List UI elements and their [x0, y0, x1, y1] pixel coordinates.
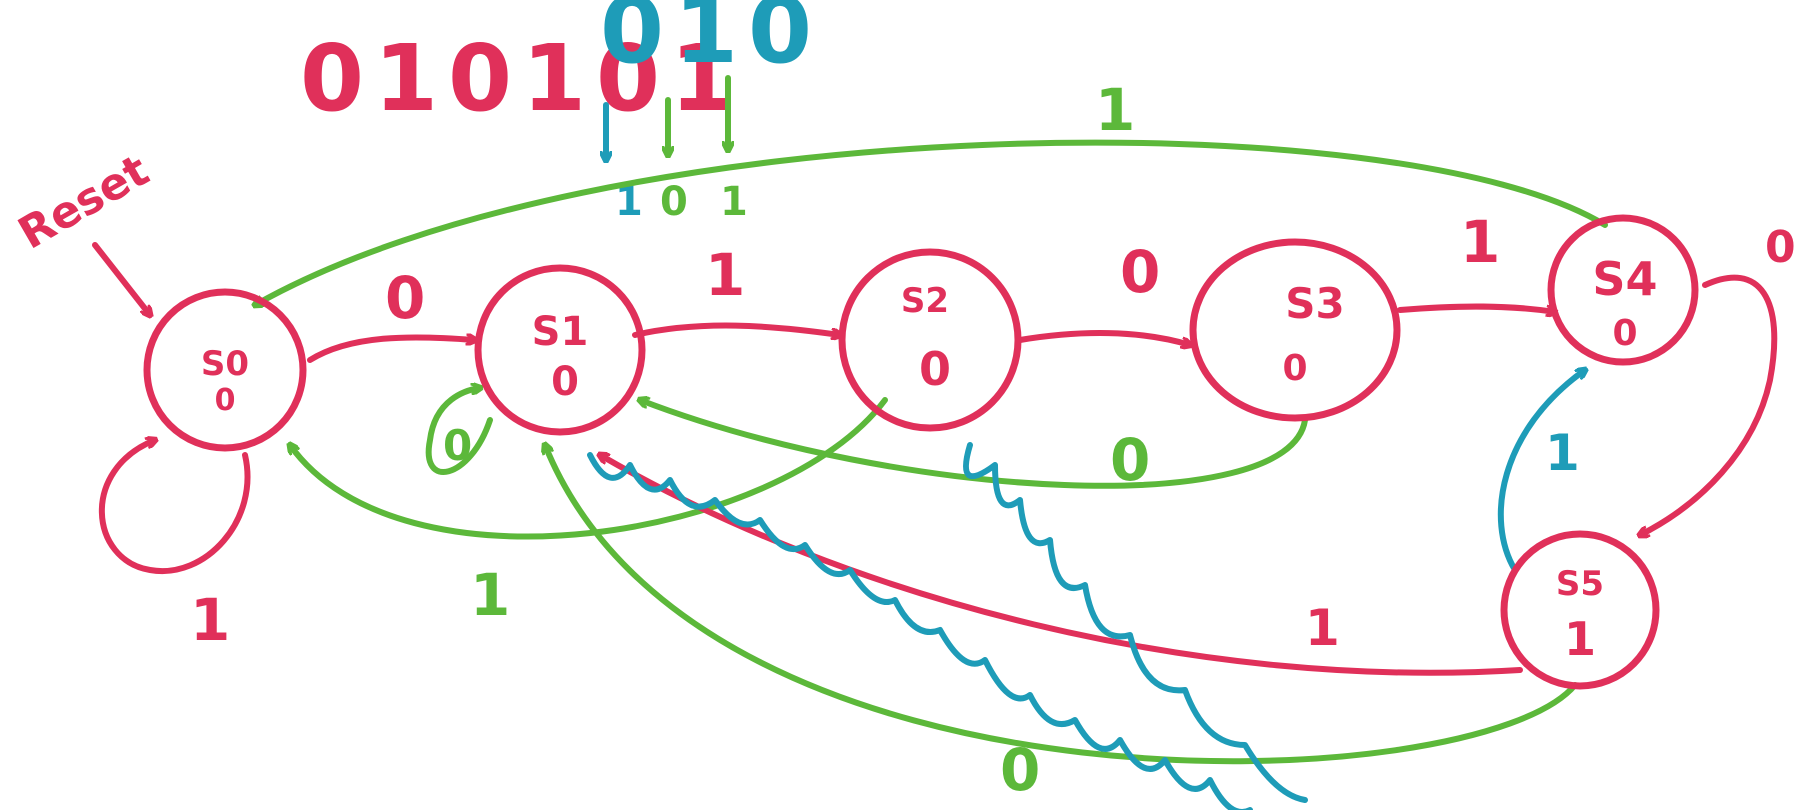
- teal-scribble-2: [963, 442, 1308, 803]
- reset-arrow: [92, 242, 150, 315]
- edge-s5-s1-bottom: [545, 445, 1578, 765]
- edge-label-s4-s5: 0: [1765, 222, 1796, 273]
- edge-label-s2-s0: 1: [470, 561, 510, 629]
- edge-s3-s4: [1397, 303, 1555, 312]
- state-s0-output: 0: [215, 383, 236, 418]
- state-s0-name: S0: [201, 344, 249, 384]
- state-s4: S4 0: [1547, 214, 1699, 366]
- edge-s1-s1: [425, 388, 493, 475]
- edge-s1-s2: [632, 322, 840, 335]
- edge-label-s3-s1: 0: [1110, 426, 1150, 494]
- state-s5: S5 1: [1500, 530, 1660, 690]
- edge-s5-s1-red: [600, 455, 1523, 676]
- state-s1: S1 0: [474, 264, 646, 436]
- edge-label-s2-s3: 0: [1120, 238, 1160, 306]
- edge-s2-s3: [1017, 330, 1190, 345]
- edge-label-s5-s1-bottom: 0: [1000, 736, 1040, 804]
- edge-label-s0-s1: 0: [385, 264, 425, 332]
- sequence-below-2: 0: [660, 179, 688, 225]
- state-s0: S0 0: [143, 288, 307, 452]
- edge-label-s1-s1: 0: [443, 421, 472, 470]
- edge-label-s0-s0: 1: [190, 586, 230, 654]
- state-s3-name: S3: [1285, 279, 1344, 328]
- edge-s2-s0: [290, 397, 888, 540]
- edge-s3-s1: [640, 400, 1308, 489]
- sequence-teal: 010: [600, 0, 822, 84]
- edge-label-s4-s0: 1: [1095, 76, 1135, 144]
- state-s2-name: S2: [901, 281, 949, 321]
- edge-label-s5-s4: 1: [1545, 424, 1580, 482]
- edge-s5-s4: [1497, 370, 1585, 573]
- edge-s4-s0: [255, 139, 1608, 305]
- state-s5-name: S5: [1556, 564, 1604, 604]
- sequence-red: 010101: [300, 25, 744, 132]
- reset-label: Reset: [10, 145, 157, 260]
- state-s2: S2 0: [838, 248, 1022, 432]
- state-s3: S3 0: [1189, 238, 1401, 422]
- edge-label-s5-s1-red: 1: [1305, 599, 1340, 657]
- state-s1-name: S1: [532, 309, 589, 355]
- edge-s0-s0: [98, 440, 251, 575]
- sequence-down-arrows: [606, 75, 728, 163]
- edge-label-s3-s4: 1: [1460, 208, 1500, 276]
- teal-scribble-1: [587, 452, 1253, 810]
- edge-s4-s5: [1640, 274, 1778, 535]
- state-s4-output: 0: [1612, 313, 1637, 354]
- state-s2-output: 0: [919, 342, 951, 396]
- state-s1-output: 0: [551, 359, 579, 405]
- sequence-below-3: 1: [720, 179, 748, 225]
- edge-label-s1-s2: 1: [705, 241, 745, 309]
- state-s3-output: 0: [1282, 348, 1307, 389]
- edge-s0-s1: [307, 337, 475, 363]
- state-s5-output: 1: [1564, 612, 1596, 666]
- state-s4-name: S4: [1592, 252, 1657, 306]
